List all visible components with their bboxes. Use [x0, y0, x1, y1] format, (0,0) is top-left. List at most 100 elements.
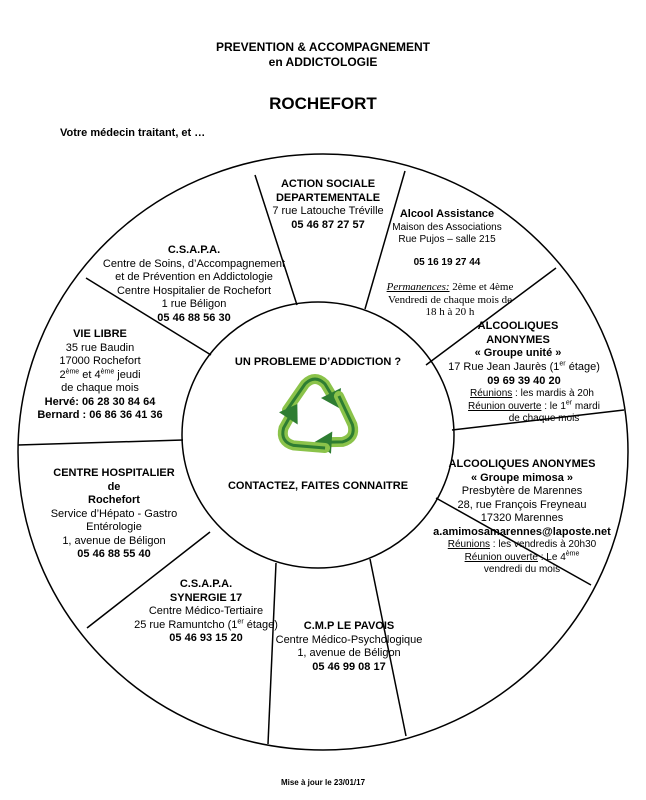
ch-name-2: de	[107, 480, 121, 493]
aa-unite-ouverte-line-2: de chaque mois	[508, 413, 580, 424]
cmp-phone: 05 46 99 08 17	[312, 660, 386, 673]
aa-mimosa-ouverte-label: Réunion ouverte	[464, 551, 538, 563]
aa-mimosa-ouverte-line-2: vendredi du mois	[483, 564, 561, 575]
vie-libre-address: 35 rue Baudin	[65, 341, 135, 354]
aa-unite-address-sup: er	[559, 360, 566, 368]
sector-csapa-synergie: C.S.A.P.A. SYNERGIE 17 Centre Médico-Ter…	[116, 578, 296, 646]
vie-libre-herve: Hervé: 06 28 30 84 64	[44, 395, 156, 408]
aa-unite-address-end: étage)	[565, 361, 600, 373]
divider-5	[435, 497, 592, 586]
aa-unite-group: « Groupe unité »	[474, 347, 562, 359]
csapa-ch-line-3: Centre Hospitalier de Rochefort	[116, 284, 272, 297]
aa-mimosa-address: 28, rue François Freyneau	[457, 498, 587, 511]
inner-circle	[181, 301, 455, 569]
csapa-ch-name: C.S.A.P.A.	[167, 244, 221, 256]
csapa-synergie-address-sup: er	[237, 617, 244, 625]
aa-mimosa-ouverte-sup: ème	[565, 550, 580, 558]
vie-libre-days-sup-2: ème	[100, 367, 115, 375]
permanences-label: Permanences:	[386, 281, 450, 293]
city-title: ROCHEFORT	[269, 94, 377, 113]
vie-libre-city: 17000 Rochefort	[59, 355, 141, 367]
aa-unite-details: 17 Rue Jean Jaurès (1er étage) 09 69 39 …	[424, 360, 624, 426]
csapa-synergie-address: 25 rue Ramuntcho (1	[134, 618, 238, 631]
csapa-synergie-phone: 05 46 93 15 20	[169, 632, 243, 644]
csapa-synergie-address-end: étage)	[243, 618, 278, 631]
ch-service-1: Service d’Hépato - Gastro	[50, 507, 178, 520]
alcool-assistance-address: Rue Pujos – salle 215	[398, 234, 496, 245]
divider-4	[451, 409, 625, 431]
footer-update: Mise à jour le 23/01/17	[280, 778, 366, 787]
aa-mimosa-email[interactable]: a.amimosamarennes@laposte.net	[433, 525, 611, 538]
ch-name-3: Rochefort	[88, 494, 140, 506]
permanences-hours: 18 h à 20 h	[425, 306, 475, 318]
divider-8	[86, 531, 211, 629]
vie-libre-bernard: Bernard : 06 86 36 41 36	[37, 409, 163, 421]
action-sociale-phone: 05 46 87 27 57	[291, 218, 365, 231]
csapa-synergie-name-2: SYNERGIE 17	[169, 591, 243, 604]
aa-unite-reunions-text: : les mardis à 20h	[512, 388, 594, 399]
action-sociale-name-1: ACTION SOCIALE	[280, 178, 376, 190]
aa-mimosa-reunions-text: : les vendredis à 20h30	[490, 539, 597, 550]
vie-libre-days-c: jeudi	[114, 368, 141, 381]
divider-3	[425, 267, 557, 366]
ch-service-2: Entérologie	[86, 521, 142, 533]
divider-2	[364, 170, 406, 310]
vie-libre-days-a: 2	[59, 368, 66, 381]
sector-aa-mimosa: ALCOOLIQUES ANONYMES « Groupe mimosa » P…	[422, 458, 622, 577]
vie-libre-days-sup-1: ème	[65, 367, 80, 375]
aa-unite-ouverte-end: mardi	[572, 400, 600, 412]
divider-10	[85, 277, 212, 356]
alcool-assistance-permanences: Permanences: 2ème et 4ème Vendredi de ch…	[376, 281, 524, 319]
sector-cmp-pavois: C.M.P LE PAVOIS Centre Médico-Psychologi…	[274, 620, 424, 674]
csapa-ch-phone: 05 46 88 56 30	[157, 311, 231, 324]
csapa-ch-line-1: Centre de Soins, d’Accompagnement	[102, 257, 286, 270]
cmp-address: 1, avenue de Béligon	[297, 647, 401, 659]
alcool-assistance-name: Alcool Assistance	[399, 208, 495, 220]
divider-1	[254, 174, 298, 306]
divider-9	[17, 439, 184, 446]
ch-phone: 05 46 88 55 40	[77, 548, 151, 560]
aa-unite-reunions-label: Réunions	[470, 388, 513, 399]
aa-mimosa-reunions-label: Réunions	[447, 539, 491, 550]
aa-mimosa-ouverte-text: : Le 4	[537, 551, 566, 563]
aa-unite-ouverte-sup: er	[565, 399, 573, 407]
aa-unite-name-2: ANONYMES	[486, 333, 550, 346]
alcool-assistance-phone: 05 16 19 27 44	[413, 256, 481, 268]
aa-unite-name-1: ALCOOLIQUES	[477, 320, 559, 332]
ch-name-1: CENTRE HOSPITALIER	[53, 467, 175, 479]
cmp-full-name: Centre Médico-Psychologique	[275, 633, 423, 646]
ch-address: 1, avenue de Béligon	[62, 534, 166, 547]
vie-libre-name: VIE LIBRE	[73, 328, 127, 340]
aa-unite-ouverte-text: : le 1	[541, 400, 566, 412]
recycle-icon	[277, 374, 359, 454]
outer-ellipse	[17, 153, 629, 751]
sector-centre-hospitalier: CENTRE HOSPITALIER de Rochefort Service …	[26, 467, 202, 562]
aa-mimosa-city: 17320 Marennes	[480, 512, 564, 524]
divider-6	[369, 558, 407, 737]
alcool-assistance-place: Maison des Associations	[392, 221, 502, 233]
sector-csapa-ch: C.S.A.P.A. Centre de Soins, d’Accompagne…	[88, 244, 300, 325]
title-line-2: en ADDICTOLOGIE	[268, 55, 378, 69]
vie-libre-days-b: et 4	[79, 368, 101, 381]
action-sociale-address: 7 rue Latouche Tréville	[272, 205, 384, 217]
aa-mimosa-group: « Groupe mimosa »	[470, 471, 574, 484]
permanences-days: 2ème et 4ème	[452, 281, 514, 293]
aa-unite-ouverte-label: Réunion ouverte	[468, 400, 542, 412]
aa-mimosa-place: Presbytère de Marennes	[461, 485, 583, 497]
csapa-synergie-name-1: C.S.A.P.A.	[179, 578, 233, 590]
csapa-ch-address: 1 rue Béligon	[161, 298, 227, 310]
vie-libre-days-line-2: de chaque mois	[61, 382, 139, 394]
aa-mimosa-name: ALCOOLIQUES ANONYMES	[448, 458, 596, 470]
cmp-name: C.M.P LE PAVOIS	[303, 620, 395, 632]
intro-text: Votre médecin traitant, et …	[60, 127, 206, 139]
action-sociale-name-2: DEPARTEMENTALE	[275, 191, 381, 204]
sector-vie-libre: VIE LIBRE 35 rue Baudin 17000 Rochefort …	[20, 328, 180, 423]
center-call: CONTACTEZ, FAITES CONNAITRE	[227, 480, 409, 492]
aa-unite-phone: 09 69 39 40 20	[487, 374, 561, 387]
aa-unite-address: 17 Rue Jean Jaurès (1	[448, 361, 560, 373]
sector-action-sociale: ACTION SOCIALE DEPARTEMENTALE 7 rue Lato…	[258, 178, 398, 232]
sector-alcool-assistance: Alcool Assistance Maison des Association…	[372, 208, 522, 269]
title-line-1: PREVENTION & ACCOMPAGNEMENT	[215, 40, 430, 54]
permanences-line-2: Vendredi de chaque mois de	[387, 293, 512, 306]
